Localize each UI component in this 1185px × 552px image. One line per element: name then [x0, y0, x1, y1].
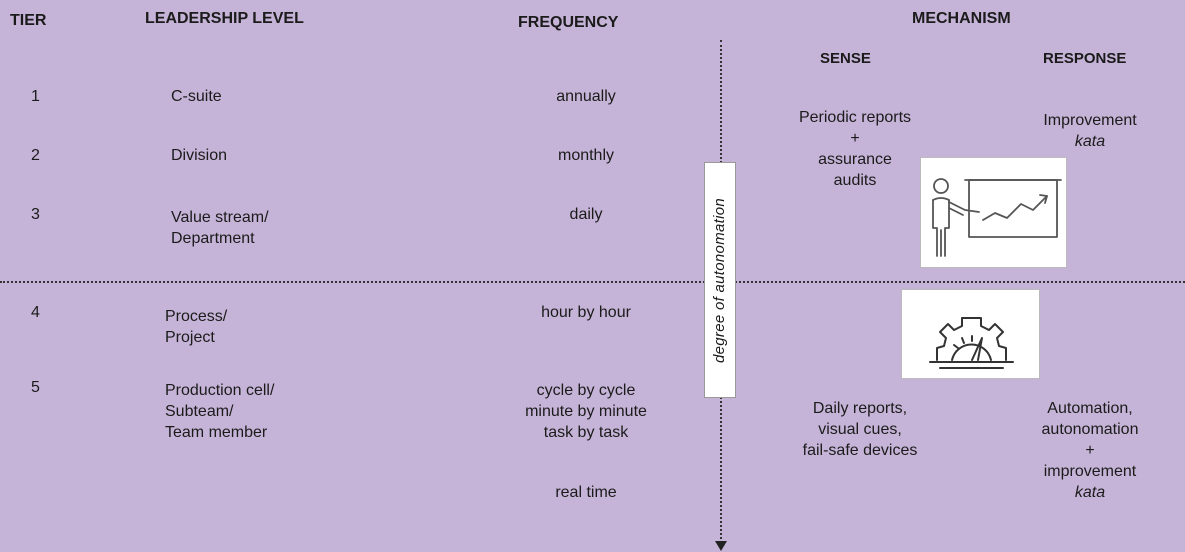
upper-response-line: Improvement	[1043, 112, 1137, 129]
header-tier: TIER	[10, 12, 47, 29]
level-2: Division	[171, 147, 228, 164]
frequency-2: monthly	[557, 147, 615, 164]
tier-3: 3	[31, 206, 40, 223]
upper-response-kata: kata	[1074, 133, 1106, 150]
level-4: Process/ Project	[165, 308, 228, 346]
frequency-real-time: real time	[555, 484, 617, 501]
frequency-5: cycle by cycle minute by minute task by …	[525, 382, 647, 441]
lower-response-kata: kata	[1074, 484, 1106, 501]
frequency-4: hour by hour	[541, 304, 631, 321]
header-mechanism: MECHANISM	[912, 10, 1011, 27]
upper-response-text: Improvement kata	[1010, 110, 1170, 152]
header-leadership-level: LEADERSHIP LEVEL	[145, 10, 304, 27]
tier-divider-line	[0, 281, 1185, 283]
level-1: C-suite	[171, 88, 222, 105]
tier-2: 2	[31, 147, 40, 164]
autonomation-label: degree of autonomation	[711, 197, 729, 363]
upper-sense-text: Periodic reports + assurance audits	[798, 109, 912, 189]
tier-4: 4	[31, 304, 40, 321]
lower-response-text: Automation, autonomation + improvement k…	[1010, 398, 1170, 503]
gear-gauge-icon	[901, 289, 1040, 379]
tier-5: 5	[31, 379, 40, 396]
lower-response-lines: Automation, autonomation + improvement	[1041, 400, 1139, 480]
level-5: Production cell/ Subteam/ Team member	[165, 382, 275, 441]
frequency-3: daily	[569, 206, 603, 223]
presentation-chart-icon	[920, 157, 1067, 268]
header-response: RESPONSE	[1043, 50, 1127, 67]
header-sense: SENSE	[820, 50, 871, 67]
lower-sense-text: Daily reports, visual cues, fail-safe de…	[802, 400, 918, 459]
autonomation-label-box	[704, 162, 736, 398]
tier-1: 1	[31, 88, 40, 105]
autonomation-axis-arrow-icon	[715, 541, 727, 551]
level-3: Value stream/ Department	[171, 209, 269, 247]
header-frequency: FREQUENCY	[518, 14, 619, 31]
frequency-1: annually	[556, 88, 616, 105]
